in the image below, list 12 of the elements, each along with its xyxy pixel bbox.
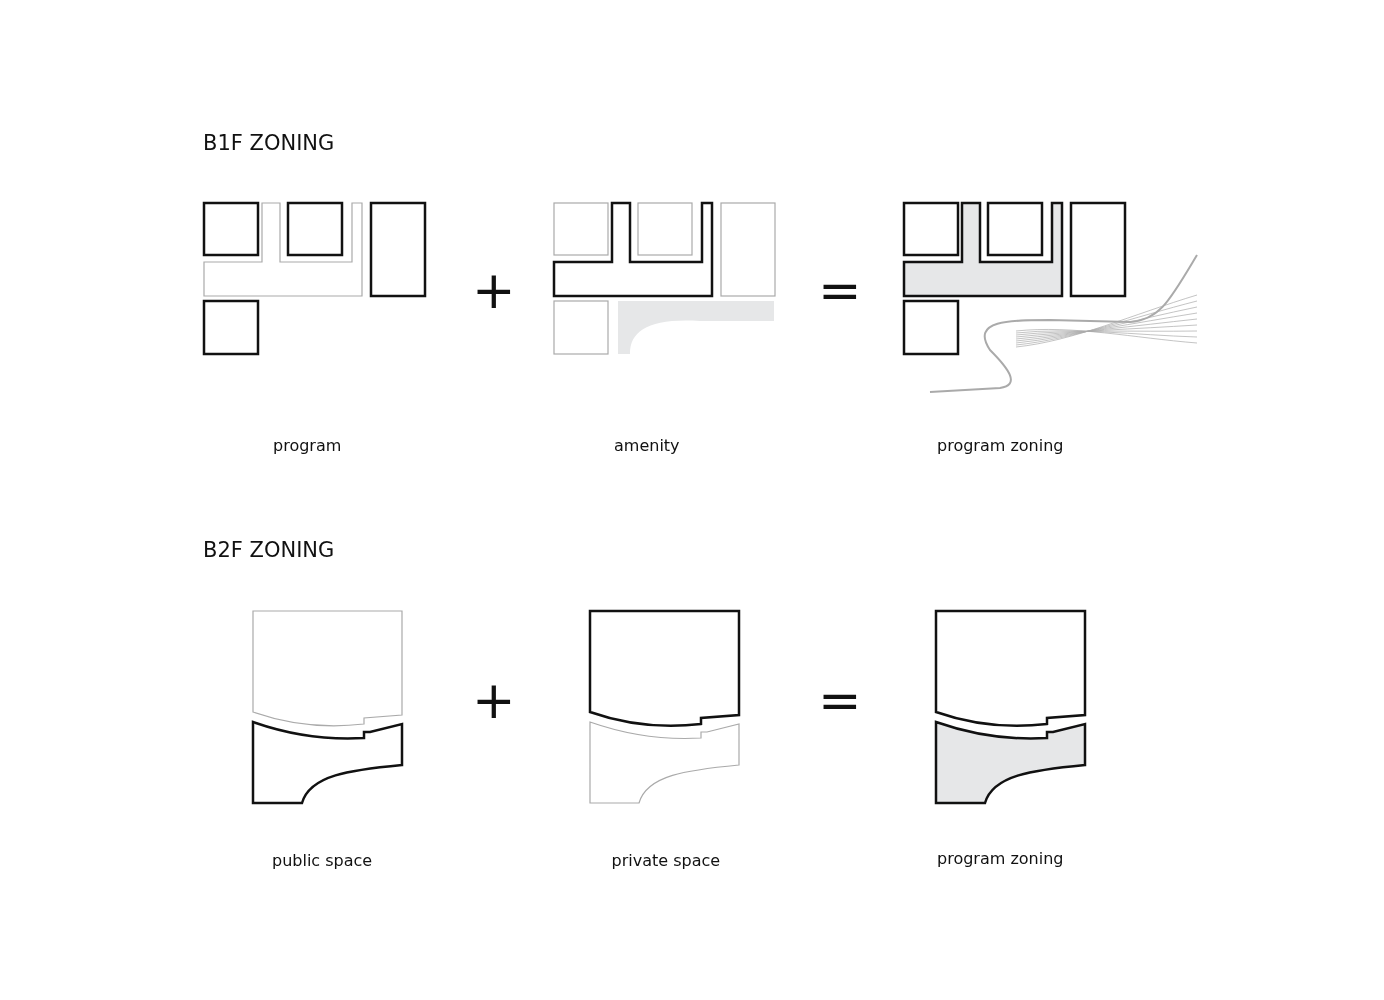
section-heading: B1F ZONING (203, 132, 335, 156)
equals-sign: = (818, 672, 862, 730)
plus-sign: + (472, 262, 516, 320)
panel-caption: public space (272, 852, 373, 870)
panel-caption: program (273, 437, 342, 455)
panel-caption: program zoning (937, 850, 1064, 868)
section-heading: B2F ZONING (203, 539, 335, 563)
panel-caption: amenity (614, 437, 680, 455)
panel-caption: program zoning (937, 437, 1064, 455)
panel-caption: private space (611, 852, 721, 870)
plus-sign: + (472, 672, 516, 730)
equals-sign: = (818, 262, 862, 320)
